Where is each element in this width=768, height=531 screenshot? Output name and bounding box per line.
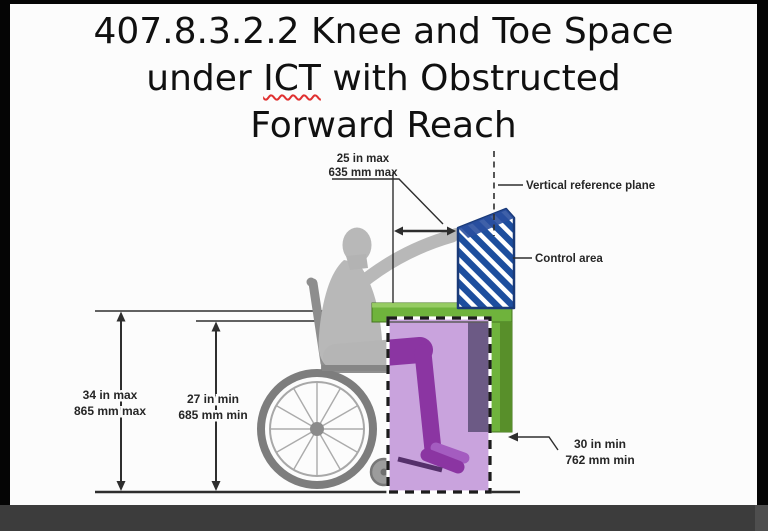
foot-back (430, 442, 470, 464)
reach-max-label-1: 25 in max (337, 153, 390, 165)
legs-in-knee-space (388, 337, 470, 474)
rear-wheel (257, 369, 377, 489)
support-through-overlay (468, 322, 490, 432)
title-line-2: under ICT with Obstructed (10, 55, 757, 102)
reach-leader (332, 178, 444, 225)
bottom-bar (0, 505, 768, 531)
depth-min-label-2: 762 mm min (565, 453, 634, 467)
title-text-segment: with Obstructed (320, 58, 621, 99)
knee-clearance-label-2: 685 mm min (178, 408, 247, 422)
diagram-labels: 25 in max 635 mm max Vertical reference … (71, 153, 655, 467)
knee-clearance-label-1: 27 in min (187, 392, 239, 406)
thigh (388, 337, 433, 366)
footrest (397, 456, 443, 473)
shin (414, 344, 442, 459)
neck (346, 254, 368, 270)
reaching-arm (353, 229, 459, 291)
reference-arrowheads (394, 226, 518, 442)
head (342, 227, 372, 263)
reach-max-label-2: 635 mm max (328, 167, 398, 179)
title-line-1: 407.8.3.2.2 Knee and Toe Space (93, 11, 674, 52)
spellcheck-underlined-word: ICT (263, 58, 321, 99)
height-max-label-2: 865 mm max (74, 404, 146, 418)
wheel-rim (269, 381, 365, 477)
vertical-reference-plane-label: Vertical reference plane (526, 180, 655, 192)
bottom-corner (755, 505, 768, 531)
knee-toe-space (386, 316, 492, 494)
foot-front (420, 448, 465, 474)
title-line-3: Forward Reach (250, 105, 517, 146)
caster-hub (380, 468, 388, 476)
wheel-hub (310, 422, 324, 436)
reference-lines (332, 151, 559, 451)
slide-title: 407.8.3.2.2 Knee and Toe Space under ICT… (10, 8, 757, 149)
depth-min-label-1: 30 in min (574, 437, 626, 451)
title-text-segment: under (146, 58, 264, 99)
depth-leader (517, 436, 559, 451)
height-max-label-1: 34 in max (83, 388, 138, 402)
dimension-arrowheads (116, 311, 221, 491)
control-area-label: Control area (535, 253, 603, 265)
control-area-panel (456, 207, 516, 310)
wheelchair (257, 365, 399, 489)
slide-background (10, 4, 757, 505)
